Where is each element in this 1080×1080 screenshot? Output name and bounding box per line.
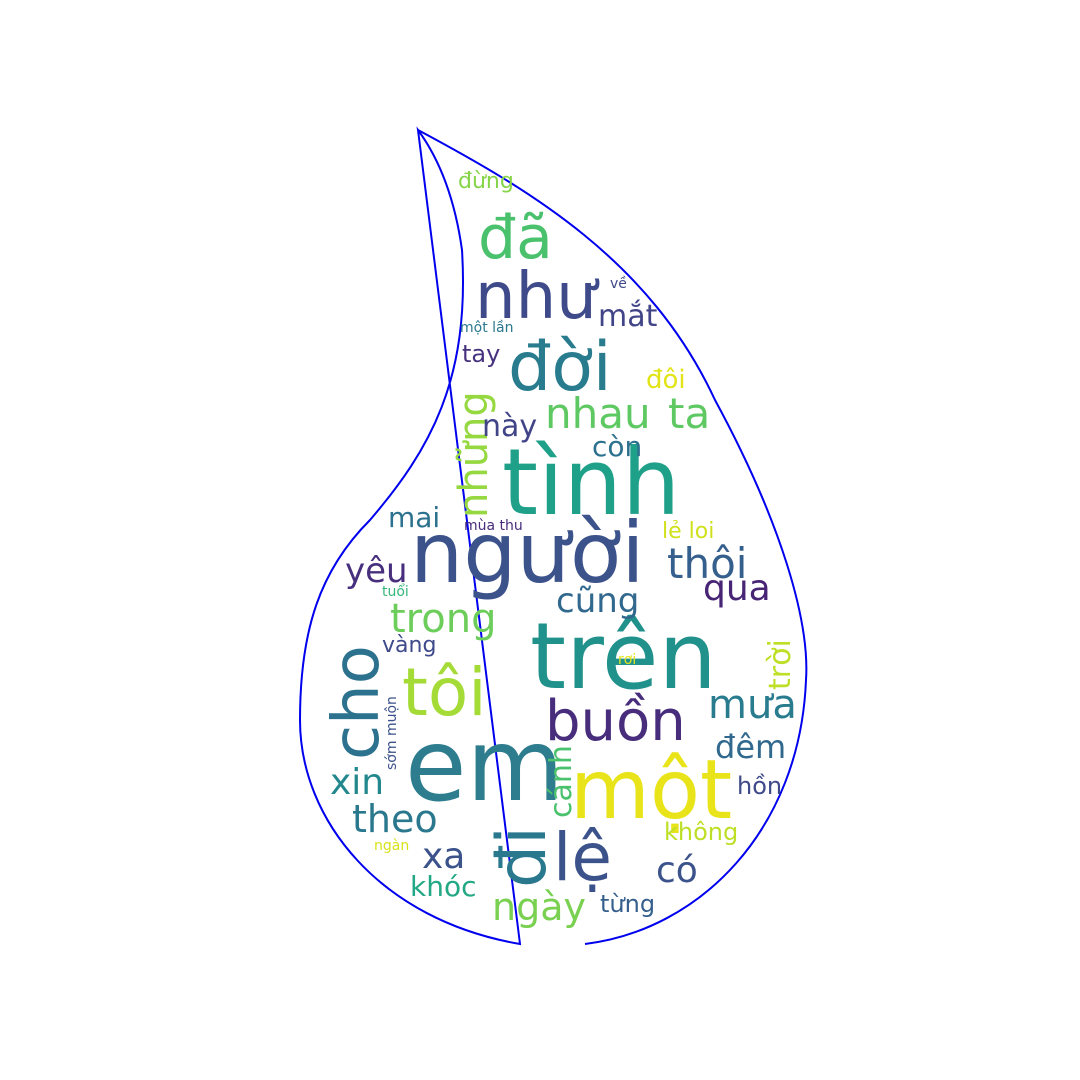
drop-outline	[298, 126, 808, 946]
word-theo: theo	[352, 797, 438, 841]
word-mua: mưa	[708, 682, 797, 728]
word-canh: cánh	[544, 745, 579, 818]
word-mat: mắt	[598, 299, 658, 334]
word-qua: qua	[703, 568, 771, 609]
word-tuoi: tuổi	[382, 583, 409, 600]
word-co: có	[656, 850, 698, 891]
word-khoc: khóc	[410, 870, 477, 903]
word-mot-lan: một lần	[460, 320, 513, 336]
word-tren: trên	[530, 603, 717, 710]
word-mot: một	[570, 743, 732, 838]
word-nhung: những	[451, 391, 497, 518]
word-tinh: tình	[502, 429, 680, 536]
word-nhu: như	[475, 260, 600, 334]
word-yeu: yêu	[345, 551, 408, 591]
word-nay: này	[482, 409, 537, 444]
word-nhau: nhau	[545, 389, 651, 438]
word-toi: tôi	[402, 654, 487, 731]
word-buon: buồn	[545, 689, 686, 754]
word-nguoi: người	[410, 504, 645, 602]
word-xa: xa	[422, 836, 465, 877]
word-xin: xin	[330, 762, 384, 803]
word-con: còn	[592, 430, 642, 463]
word-cho: cho	[320, 645, 394, 760]
word-mua-thu: mùa thu	[464, 518, 523, 534]
word-tay: tay	[462, 340, 500, 368]
word-ve: về	[610, 275, 627, 292]
word-di: đi	[483, 826, 562, 888]
word-tung: từng	[600, 890, 655, 918]
word-khong: không	[664, 818, 738, 846]
word-hon: hồn	[737, 772, 782, 800]
word-ngay: ngày	[492, 885, 586, 929]
word-roi: rơi	[618, 652, 636, 668]
word-doi: đời	[508, 328, 612, 407]
word-dung: đừng	[458, 169, 514, 194]
word-troi: trời	[763, 639, 798, 690]
word-le: lệ	[553, 819, 612, 896]
word-ngan: ngàn	[374, 838, 409, 854]
word-le-loi: lẻ loi	[662, 519, 714, 544]
word-dem: đêm	[715, 728, 786, 766]
word-doi: đôi	[646, 365, 686, 395]
word-cung: cũng	[556, 581, 639, 621]
word-ta: ta	[668, 389, 710, 438]
word-vang: vàng	[382, 633, 436, 658]
word-trong: trong	[390, 596, 496, 642]
word-som-muon: sớm muộn	[384, 696, 400, 770]
word-mai: mai	[388, 501, 440, 534]
word-da: đã	[478, 203, 553, 273]
word-thoi: thôi	[667, 539, 747, 588]
word-em: em	[405, 707, 564, 824]
